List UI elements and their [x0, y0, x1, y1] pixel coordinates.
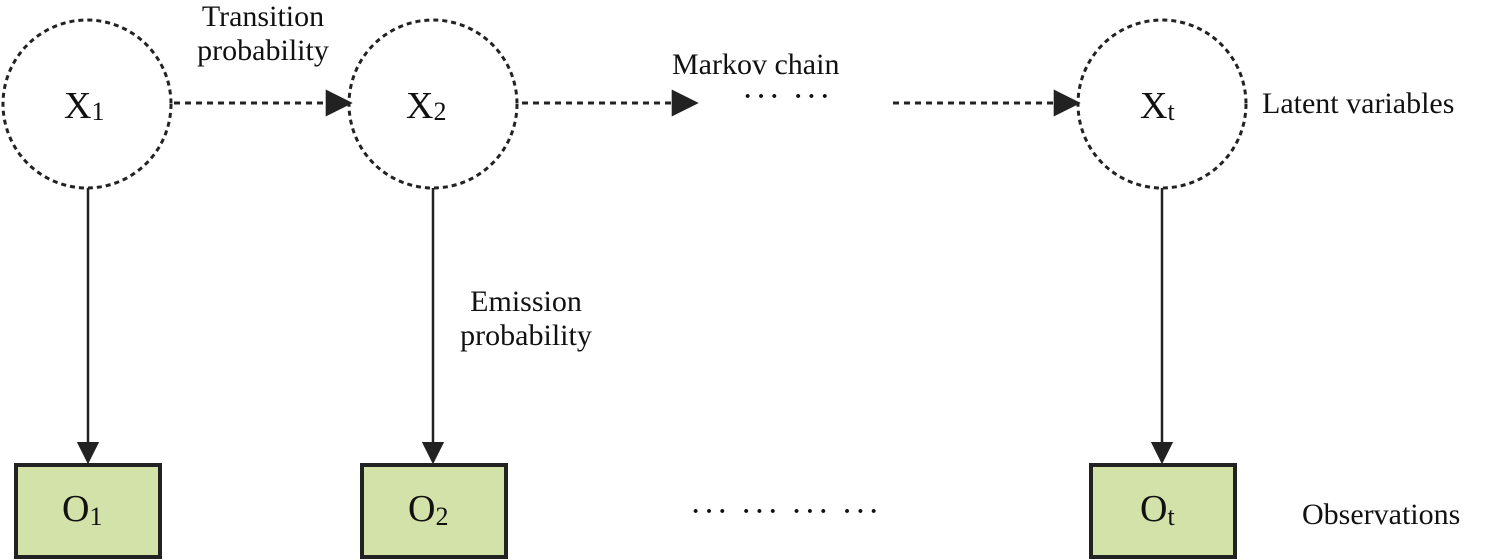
observation-subscript: t [1167, 502, 1175, 531]
latent-label-xt: Xt [1140, 84, 1175, 128]
latent-label-x1: X1 [64, 84, 104, 128]
latent-node-x1 [1, 18, 173, 190]
transition-probability-label: Transition probability [188, 0, 338, 68]
latent-subscript: 2 [433, 97, 447, 126]
latent-subscript: t [1167, 97, 1175, 126]
observation-label-ot: Ot [1140, 487, 1175, 532]
observation-subscript: 2 [435, 502, 449, 531]
transition-label-line2: probability [197, 34, 329, 67]
observation-symbol: O [408, 488, 436, 530]
observation-node-ot [1089, 463, 1237, 559]
latent-variables-label: Latent variables [1262, 87, 1455, 120]
emission-probability-label: Emission probability [446, 285, 606, 353]
observation-ellipsis: ··· ··· ··· ··· [690, 493, 882, 530]
latent-symbol: X [1140, 85, 1168, 127]
markov-chain-label: Markov chain [672, 48, 840, 81]
observation-subscript: 1 [89, 502, 103, 531]
observation-label-o1: O1 [62, 487, 102, 532]
latent-label-x2: X2 [406, 84, 446, 128]
observation-node-o1 [14, 463, 162, 559]
emission-label-line1: Emission [470, 285, 582, 318]
latent-subscript: 1 [91, 97, 105, 126]
emission-label-line2: probability [460, 319, 592, 352]
latent-symbol: X [64, 85, 92, 127]
observation-label-o2: O2 [408, 487, 448, 532]
latent-symbol: X [406, 85, 434, 127]
observation-node-o2 [360, 463, 508, 559]
observation-symbol: O [1140, 488, 1168, 530]
transition-label-line1: Transition [201, 0, 325, 33]
observations-label: Observations [1302, 498, 1461, 531]
chain-ellipsis: ··· ··· [742, 78, 833, 115]
observation-symbol: O [62, 488, 90, 530]
